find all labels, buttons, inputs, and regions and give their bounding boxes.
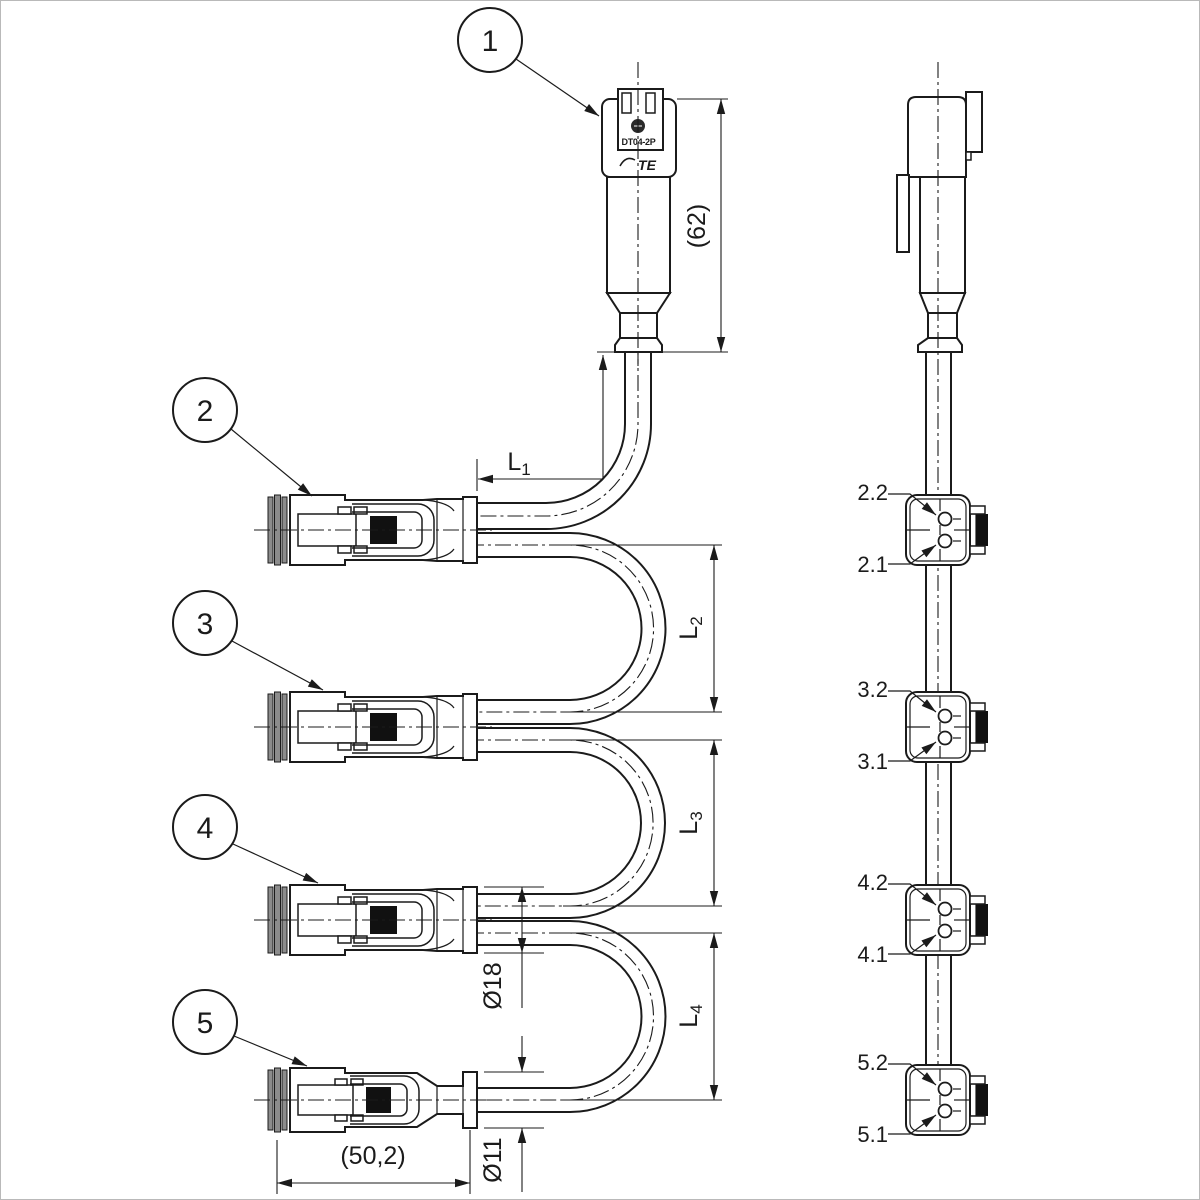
brand-logo-text: TE: [638, 157, 657, 173]
circuit-label-5-1: 5.1: [857, 1122, 888, 1147]
dimension-l4: L4: [563, 932, 722, 1101]
connector-4-face: [905, 884, 989, 956]
circuit-label-3-2: 3.2: [857, 677, 888, 702]
cable-segment-3-4: [476, 727, 666, 919]
cable-centerline-2-3: [468, 544, 654, 713]
dimension-connector-length: (50,2): [276, 1130, 471, 1194]
dimension-l1-label: L1: [507, 448, 530, 479]
dimension-l1: L1: [476, 355, 608, 491]
balloon-1: 1: [457, 7, 600, 117]
side-latch-step: [965, 151, 972, 161]
dimension-l2: L2: [563, 544, 722, 713]
dimension-l3-label: L3: [675, 811, 706, 834]
dimension-cable-diameter: Ø11: [479, 1036, 544, 1192]
balloon-1-circle: [457, 7, 523, 73]
cable-centerline-3-4: [468, 739, 654, 907]
circuit-labels-connector-5: 5.2 5.1: [857, 1050, 937, 1147]
dimension-connector-length-label: (50,2): [340, 1142, 405, 1170]
balloon-1-number: 1: [482, 25, 499, 58]
connector-1-cavity-a: [621, 92, 632, 114]
balloon-3-number: 3: [197, 608, 214, 641]
dimension-l3: L3: [563, 739, 722, 907]
balloon-3: 3: [172, 590, 324, 691]
dimension-l2-label: L2: [675, 616, 706, 639]
side-view-main-connector: [896, 91, 983, 353]
circuit-label-3-1: 3.1: [857, 749, 888, 774]
cable-runs: [468, 348, 667, 1113]
connector-5-plug: [253, 1067, 496, 1133]
side-view: 2.2 2.1 3.2 3.1 4.2 4.1 5.2 5.1: [857, 62, 989, 1147]
side-latch-tab: [965, 91, 983, 153]
cable-segment-2-3: [476, 532, 667, 725]
circuit-label-5-2: 5.2: [857, 1050, 888, 1075]
connector-1-cavity-b: [645, 92, 656, 114]
connector-part-number: DT04-2P: [622, 137, 656, 147]
balloon-2-number: 2: [197, 395, 214, 428]
balloon-4-number: 4: [197, 812, 214, 845]
balloon-2-circle: [172, 377, 238, 443]
balloon-4: 4: [172, 794, 319, 884]
te-swoosh-icon: [619, 157, 636, 167]
dimension-overall-height: (62): [597, 98, 728, 353]
circuit-labels-connector-3: 3.2 3.1: [857, 677, 937, 774]
balloon-5-circle: [172, 989, 238, 1055]
balloon-4-circle: [172, 794, 238, 860]
dimension-l4-label: L4: [675, 1004, 706, 1027]
side-view-cable: [925, 62, 952, 1135]
side-taper: [918, 292, 967, 314]
balloon-3-circle: [172, 590, 238, 656]
dimension-overall-height-label: (62): [683, 204, 711, 248]
connector-1-main: DT04-2P TE: [601, 62, 677, 366]
cable-segment-1-2: [476, 351, 652, 530]
cable-segment-4-5: [476, 920, 667, 1113]
connector-5-face: [905, 1064, 989, 1136]
connector-3-face: [905, 691, 989, 763]
cable-centerline-4-5: [468, 932, 654, 1101]
circuit-label-4-1: 4.1: [857, 942, 888, 967]
side-mount-block: [896, 174, 910, 253]
side-head: [907, 96, 967, 178]
circuit-label-4-2: 4.2: [857, 870, 888, 895]
circuit-label-2-2: 2.2: [857, 480, 888, 505]
circuit-labels-connector-4: 4.2 4.1: [857, 870, 937, 967]
balloon-2: 2: [172, 377, 313, 497]
balloon-5-number: 5: [197, 1007, 214, 1040]
cable-centerline-1-2: [468, 348, 639, 517]
front-view: DT04-2P TE (62) L1: [172, 7, 728, 1194]
balloon-5: 5: [172, 989, 308, 1067]
side-neck: [927, 312, 958, 339]
circuit-label-2-1: 2.1: [857, 552, 888, 577]
side-body: [919, 176, 966, 294]
dimension-cable-diameter-label: Ø11: [479, 1137, 507, 1182]
dimension-boot-diameter-label: Ø18: [479, 962, 507, 1009]
dimension-boot-diameter: Ø18: [479, 886, 544, 1010]
connector-4-plug: [253, 884, 493, 956]
connector-3-plug: [253, 691, 493, 763]
side-collar: [917, 337, 963, 353]
circuit-labels-connector-2: 2.2 2.1: [857, 480, 937, 577]
connector-2-plug: [253, 494, 493, 566]
connector-2-face: [905, 494, 989, 566]
